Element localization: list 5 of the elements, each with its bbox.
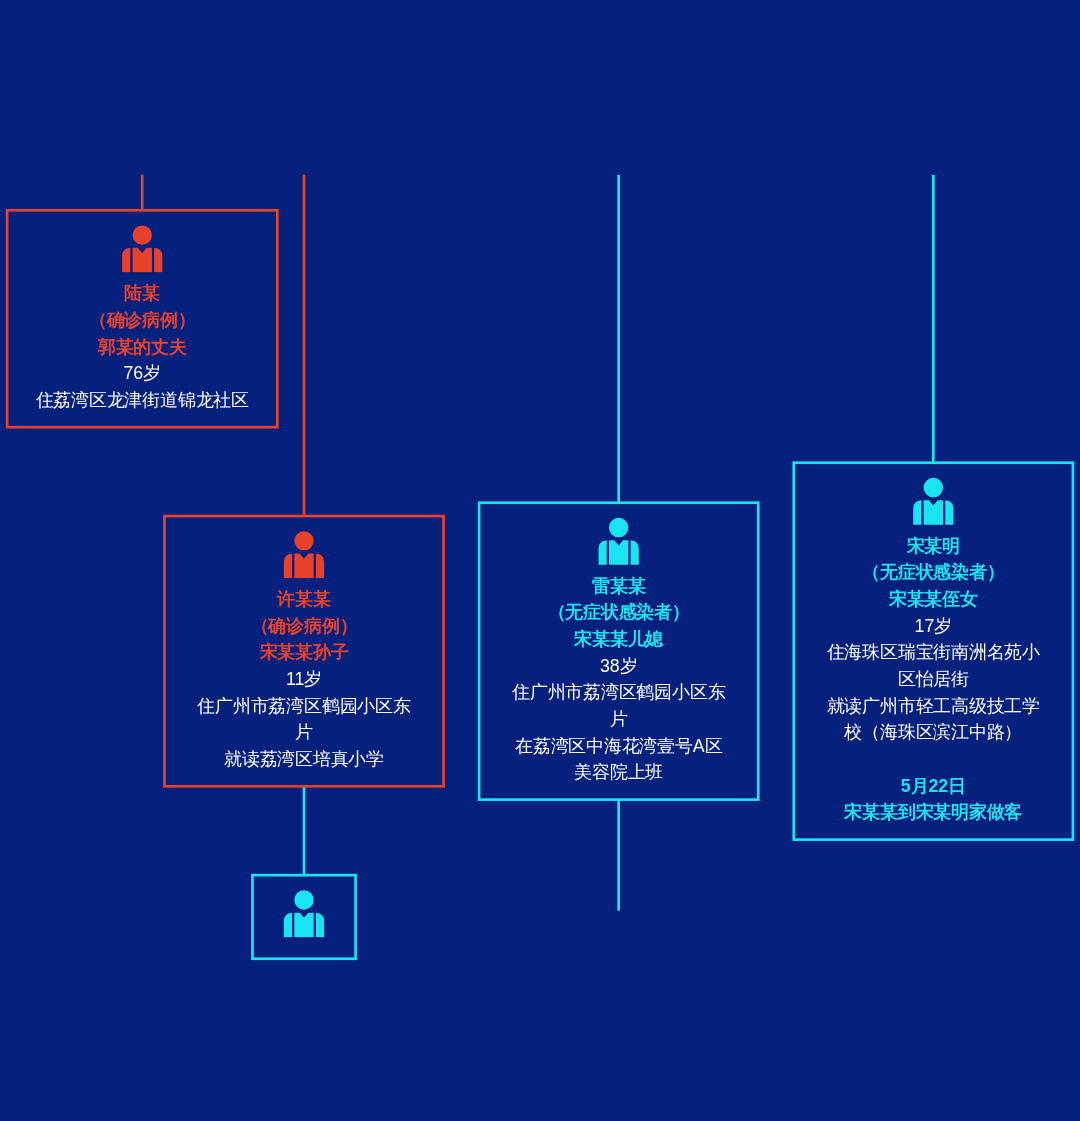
node-box: 宋某明 （无症状感染者） 宋某某侄女 17岁 住海珠区瑞宝街南洲名苑小区怡居街 就读广州市轻工高级技工学校（海珠区滨江中路） 5月22日 宋某某到宋某明家做客 — [792, 461, 1075, 841]
node-person — [251, 873, 357, 961]
node-box: 许某某 （确诊病例） 宋某某孙子 11岁 住广州市荔湾区鹤园小区东片 就读荔湾区培真小学 — [163, 514, 445, 788]
node-box: 陆某 （确诊病例） 郭某的丈夫 76岁 住荔湾区龙津街道锦龙社区 — [5, 208, 279, 429]
node-box: 雷某某 （无症状感染者） 宋某某儿媳 38岁 住广州市荔湾区鹤园小区东片 在荔湾区中海花湾壹号A区美容院上班 — [477, 501, 760, 801]
